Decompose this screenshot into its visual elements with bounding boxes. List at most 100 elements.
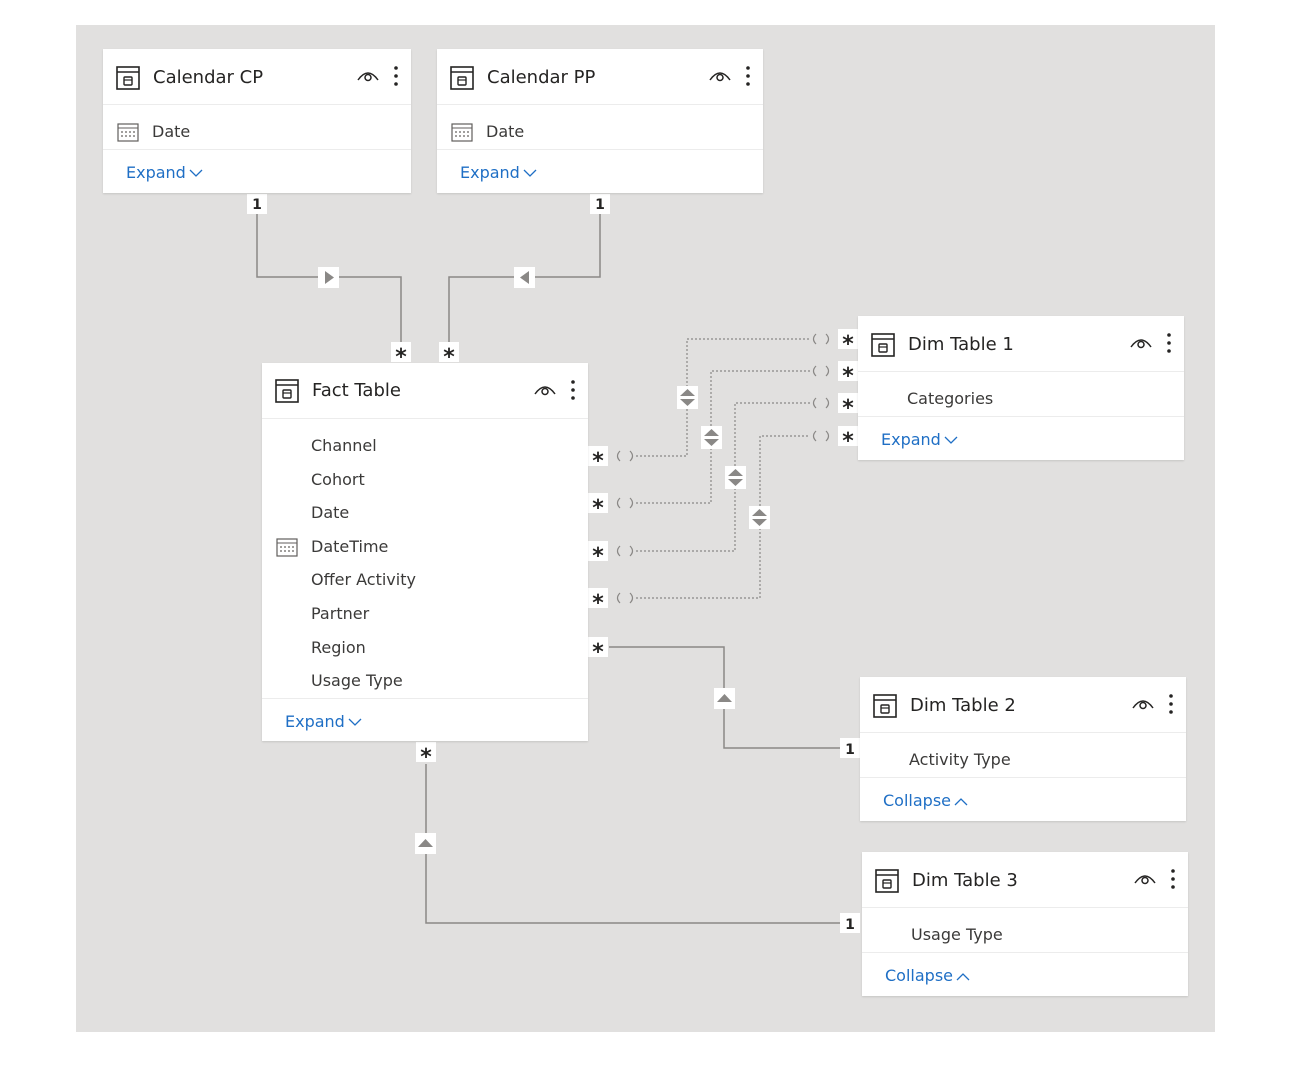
field-label: Usage Type [311,671,403,691]
field-label: Activity Type [909,750,1011,769]
relationship-dim3-fact[interactable] [425,764,840,924]
field-row[interactable]: Date [103,115,411,149]
more-options-icon[interactable] [1168,693,1174,715]
chevron-down-icon [348,718,362,726]
table-title: Calendar CP [153,67,264,88]
field-label: Usage Type [911,925,1003,944]
table-header[interactable]: Calendar CP [103,49,411,105]
filter-direction-icon [714,688,735,709]
table-icon [875,869,899,893]
table-card-dim2[interactable]: Dim Table 2 Activity Type Collapse [860,677,1186,821]
collapse-label: Collapse [885,965,953,985]
eye-icon[interactable] [357,69,379,83]
table-header[interactable]: Dim Table 2 [860,677,1186,733]
field-row[interactable]: Region [262,631,588,665]
chevron-down-icon [189,169,203,177]
field-label: Categories [907,389,994,408]
table-header[interactable]: Calendar PP [437,49,763,105]
calendar-icon [276,538,298,557]
eye-icon[interactable] [534,383,556,397]
filter-direction-icon [415,833,436,854]
field-row[interactable]: Usage Type [862,918,1188,952]
collapse-label: Collapse [883,790,951,810]
table-title: Dim Table 2 [910,695,1016,716]
field-row[interactable]: Activity Type [860,743,1186,777]
expand-toggle[interactable]: Expand [262,697,588,743]
cardinality-many-label: * [592,640,604,665]
table-card-dim3[interactable]: Dim Table 3 Usage Type Collapse [862,852,1188,996]
bidirectional-filter-icon [677,386,698,409]
chevron-down-icon [523,169,537,177]
cardinality-many-label: * [592,591,604,616]
relationship-dim1-fact-1[interactable] [636,338,810,457]
bidirectional-filter-icon [749,506,770,529]
chevron-up-icon [954,797,968,806]
table-title: Fact Table [312,380,401,401]
eye-icon[interactable] [709,69,731,83]
cardinality-one-calendar-cp: 1 [247,194,267,214]
field-row[interactable]: Date [262,496,588,530]
field-row[interactable]: Offer Activity [262,563,588,597]
inactive-endpoint-brackets [616,333,830,604]
more-options-icon[interactable] [1166,332,1172,354]
field-row[interactable]: Usage Type [262,664,588,698]
table-title: Dim Table 1 [908,334,1014,355]
field-label: Offer Activity [311,570,416,590]
field-label: DateTime [311,536,389,556]
cardinality-label: 1 [595,197,605,213]
more-options-icon[interactable] [570,379,576,401]
table-header[interactable]: Dim Table 1 [858,316,1184,372]
expand-label: Expand [881,429,941,449]
field-row[interactable]: DateTime [262,530,588,564]
cardinality-label: 1 [252,197,262,213]
cardinality-many-label: * [842,364,854,389]
field-row[interactable]: Channel [262,429,588,463]
expand-label: Expand [126,162,186,182]
expand-toggle[interactable]: Expand [437,148,763,194]
eye-icon[interactable] [1130,336,1152,350]
filter-direction-icon [514,267,535,288]
more-options-icon[interactable] [1170,868,1176,890]
table-icon [871,333,895,357]
bidirectional-filter-icon [725,466,746,489]
table-icon [873,694,897,718]
cardinality-many-group: * * * * * * * * * * * * [391,329,858,770]
relationship-dim1-fact-2[interactable] [636,370,810,504]
field-row[interactable]: Categories [858,382,1184,416]
table-card-dim1[interactable]: Dim Table 1 Categories Expand [858,316,1184,460]
field-row[interactable]: Partner [262,597,588,631]
field-row[interactable]: Date [437,115,763,149]
collapse-toggle[interactable]: Collapse [862,951,1188,997]
cardinality-many-label: * [592,544,604,569]
table-card-calendar-pp[interactable]: Calendar PP Date Expand [437,49,763,193]
collapse-toggle[interactable]: Collapse [860,776,1186,822]
table-icon [450,66,474,90]
eye-icon[interactable] [1132,697,1154,711]
table-card-calendar-cp[interactable]: Calendar CP Date Expand [103,49,411,193]
cardinality-many-label: * [420,745,432,770]
field-label: Partner [311,603,370,623]
field-row[interactable]: Cohort [262,463,588,497]
table-header[interactable]: Fact Table [262,363,588,419]
cardinality-one-dim3: 1 [840,913,860,933]
cardinality-one-calendar-pp: 1 [590,194,610,214]
cardinality-many-label: * [842,332,854,357]
table-icon [116,66,140,90]
bidirectional-filter-icon [701,426,722,449]
more-options-icon[interactable] [393,65,399,87]
eye-icon[interactable] [1134,872,1156,886]
expand-toggle[interactable]: Expand [103,148,411,194]
table-card-fact[interactable]: Fact Table Channel Cohort Date DateTime … [262,363,588,741]
expand-toggle[interactable]: Expand [858,415,1184,461]
cardinality-one-dim2: 1 [840,738,860,758]
chevron-up-icon [956,972,970,981]
relationship-dim1-fact-4[interactable] [636,435,810,599]
field-label: Date [152,122,191,141]
field-label: Region [311,637,366,657]
expand-label: Expand [460,162,520,182]
more-options-icon[interactable] [745,65,751,87]
cardinality-many-label: * [842,396,854,421]
relationship-dim1-fact-3[interactable] [636,402,810,552]
table-header[interactable]: Dim Table 3 [862,852,1188,908]
field-label: Date [486,122,525,141]
